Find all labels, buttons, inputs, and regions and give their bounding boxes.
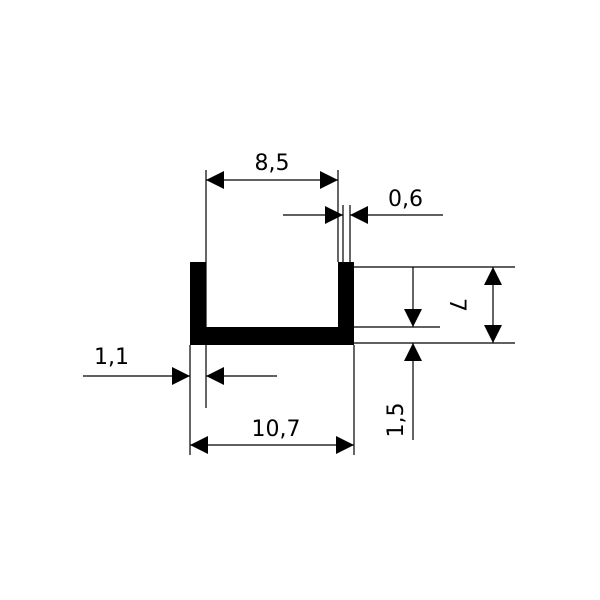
u-channel-profile: [190, 262, 354, 345]
height-label: 7: [444, 298, 469, 312]
inner-width-label: 8,5: [255, 151, 290, 176]
flange-thickness-label: 0,6: [388, 187, 423, 212]
base-thickness-label: 1,5: [384, 403, 409, 438]
side-thickness-label: 1,1: [94, 345, 129, 370]
outer-width-label: 10,7: [252, 417, 301, 442]
